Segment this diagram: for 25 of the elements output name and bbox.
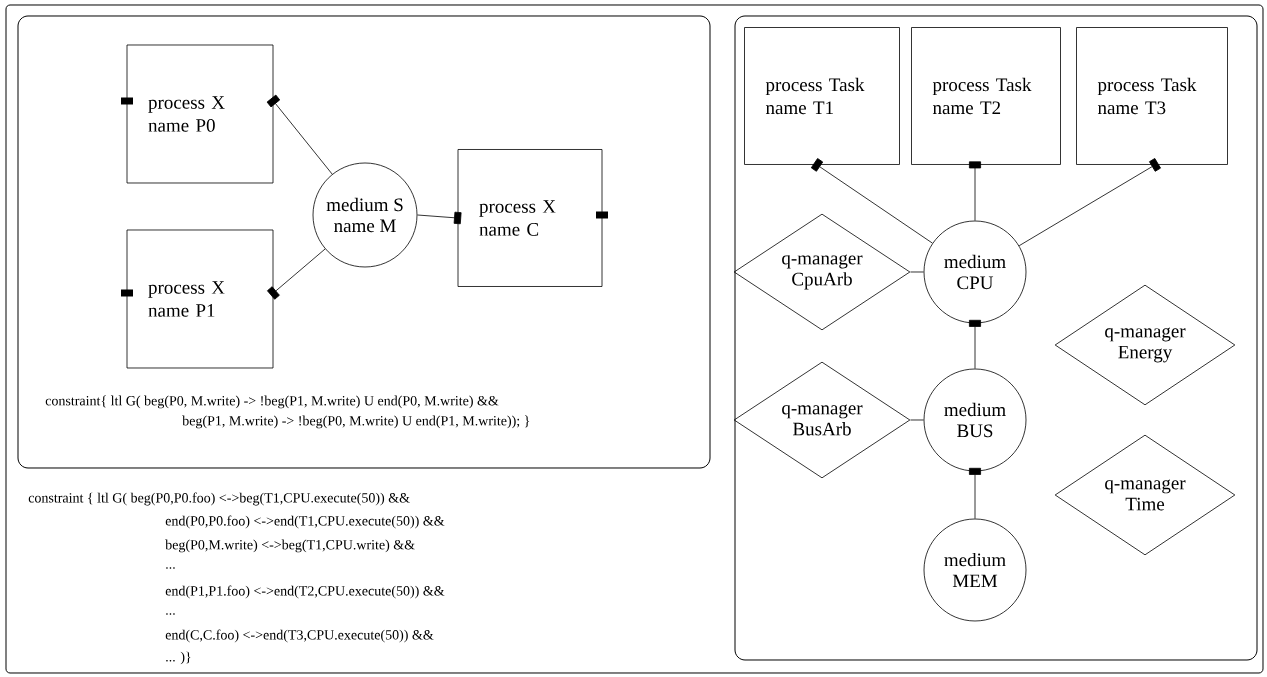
code-line: ... xyxy=(166,613,175,615)
connector-line xyxy=(267,248,326,300)
process-box: process Task name T2 xyxy=(911,27,1061,165)
panel xyxy=(734,15,1258,661)
process-box: process X name C xyxy=(457,149,603,287)
connector-line xyxy=(969,467,981,519)
connector-line xyxy=(1018,158,1161,247)
connector-line xyxy=(969,161,981,221)
connector-line xyxy=(266,94,333,175)
connector-line xyxy=(910,419,924,421)
process-box: process Task name T3 xyxy=(1076,27,1228,165)
connector-line xyxy=(910,271,924,273)
code-line: ... xyxy=(166,567,175,569)
code-line: ... )} xyxy=(166,651,191,665)
process-box: process X name P0 xyxy=(126,44,274,184)
code-line: end(P1,P1.foo) <->end(T2,CPU.execute(50)) && xyxy=(165,585,445,599)
process-box: process X name P1 xyxy=(126,229,274,369)
code-line: beg(P0,M.write) <->beg(T1,CPU.write) && xyxy=(165,539,415,553)
code-line: end(C,C.foo) <->end(T3,CPU.execute(50)) && xyxy=(165,629,434,643)
connector-line xyxy=(969,319,981,369)
process-box: process Task name T1 xyxy=(744,27,900,165)
code-line: constraint { ltl G( beg(P0,P0.foo) <->beg(T1,CPU.execute(50)) && xyxy=(28,492,410,506)
code-line: end(P0,P0.foo) <->end(T1,CPU.execute(50)) && xyxy=(165,515,445,529)
connector-line xyxy=(810,158,933,244)
connector-line xyxy=(417,211,462,225)
